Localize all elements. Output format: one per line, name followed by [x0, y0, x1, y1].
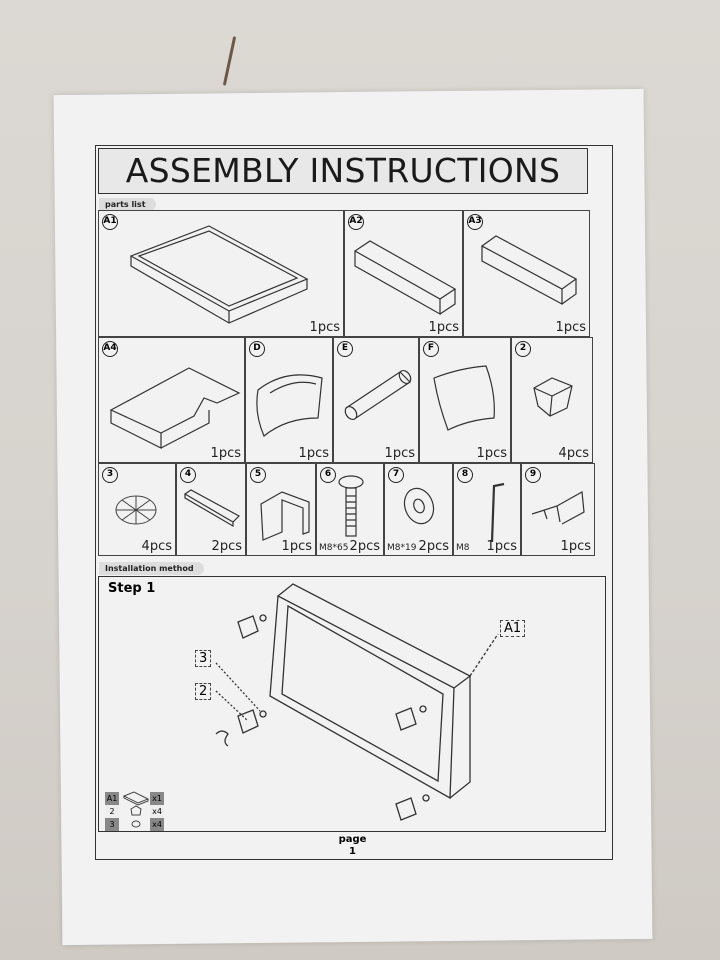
part-cell-6: 6 M8*65 2pcs: [316, 463, 384, 556]
part-cell-D: D 1pcs: [245, 337, 333, 463]
roll-icon: [344, 369, 412, 421]
part-number: 9: [525, 467, 541, 483]
part-cell-A3: A3 1pcs: [463, 210, 590, 337]
part-cell-E: E 1pcs: [333, 337, 419, 463]
step-box: [98, 576, 606, 832]
washer-icon: [403, 487, 435, 525]
part-number: 2: [515, 341, 531, 357]
part-qty: 1pcs: [309, 320, 340, 335]
legend-id: A1: [105, 792, 119, 805]
part-cell-2: 2 4pcs: [511, 337, 593, 463]
page-title: ASSEMBLY INSTRUCTIONS: [98, 148, 588, 194]
part-number: A2: [348, 214, 364, 230]
legend-id: 3: [105, 818, 119, 831]
legend-count: x4: [150, 805, 164, 818]
part-qty: 1pcs: [298, 446, 329, 461]
part-number: A3: [467, 214, 483, 230]
part-cell-8: 8 M8 1pcs: [453, 463, 521, 556]
hook-bracket-icon: [531, 491, 585, 525]
callout-part-2: 2: [195, 683, 212, 700]
part-spec: M8: [456, 543, 470, 553]
part-qty: 4pcs: [558, 446, 589, 461]
part-number: F: [423, 341, 439, 357]
installation-method-tab: Installation method: [99, 562, 204, 575]
part-number: 8: [457, 467, 473, 483]
pad-icon: [115, 495, 157, 525]
part-qty: 1pcs: [281, 539, 312, 554]
part-cell-A2: A2 1pcs: [344, 210, 463, 337]
part-number: D: [249, 341, 265, 357]
l-board-icon: [109, 367, 241, 449]
part-qty: 1pcs: [384, 446, 415, 461]
part-qty: 1pcs: [210, 446, 241, 461]
part-number: 4: [180, 467, 196, 483]
part-cell-5: 5 1pcs: [246, 463, 316, 556]
callout-part-A1: A1: [500, 620, 526, 637]
part-number: 5: [250, 467, 266, 483]
part-number: 7: [388, 467, 404, 483]
part-qty: 1pcs: [476, 446, 507, 461]
callout-part-3: 3: [195, 650, 212, 667]
part-number: 3: [102, 467, 118, 483]
part-number: A4: [102, 341, 118, 357]
part-number: E: [337, 341, 353, 357]
part-qty: 1pcs: [428, 320, 459, 335]
legend-part-icons: [122, 791, 150, 828]
frame-panel-icon: [129, 225, 309, 324]
part-cell-9: 9 1pcs: [521, 463, 595, 556]
part-spec: M8*19: [387, 543, 417, 553]
part-qty: 1pcs: [555, 320, 586, 335]
step-1-diagram: [215, 583, 499, 821]
page-footer: page 1: [330, 834, 375, 858]
legend-count: x1: [150, 792, 164, 805]
part-number: A1: [102, 214, 118, 230]
part-cell-3: 3 4pcs: [98, 463, 176, 556]
parts-list-tab: parts list: [99, 198, 156, 211]
cushion-icon: [256, 374, 323, 437]
part-cell-7: 7 M8*19 2pcs: [384, 463, 453, 556]
part-qty: 1pcs: [486, 539, 517, 554]
foot-icon: [533, 377, 573, 417]
step-title: Step 1: [108, 581, 156, 596]
part-qty: 2pcs: [349, 539, 380, 554]
plate-icon: [183, 489, 240, 528]
part-qty: 4pcs: [141, 539, 172, 554]
legend-count: x4: [150, 818, 164, 831]
part-qty: 2pcs: [418, 539, 449, 554]
part-cell-A4: A4 1pcs: [98, 337, 245, 463]
beam-icon: [480, 235, 578, 306]
part-spec: M8*65: [319, 543, 349, 553]
page-number: 1: [349, 846, 356, 857]
beam-icon: [353, 240, 457, 316]
pillow-icon: [433, 365, 495, 431]
part-qty: 1pcs: [560, 539, 591, 554]
bolt-icon: [338, 475, 364, 537]
legend-id: 2: [105, 805, 119, 818]
part-number: 6: [320, 467, 336, 483]
part-cell-4: 4 2pcs: [176, 463, 246, 556]
allen-key-icon: [490, 482, 505, 543]
page-frame: [95, 145, 613, 860]
page-label: page: [338, 834, 367, 845]
part-cell-F: F 1pcs: [419, 337, 511, 463]
bracket-icon: [260, 491, 310, 541]
part-cell-A1: A1 1pcs: [98, 210, 344, 337]
part-qty: 2pcs: [211, 539, 242, 554]
